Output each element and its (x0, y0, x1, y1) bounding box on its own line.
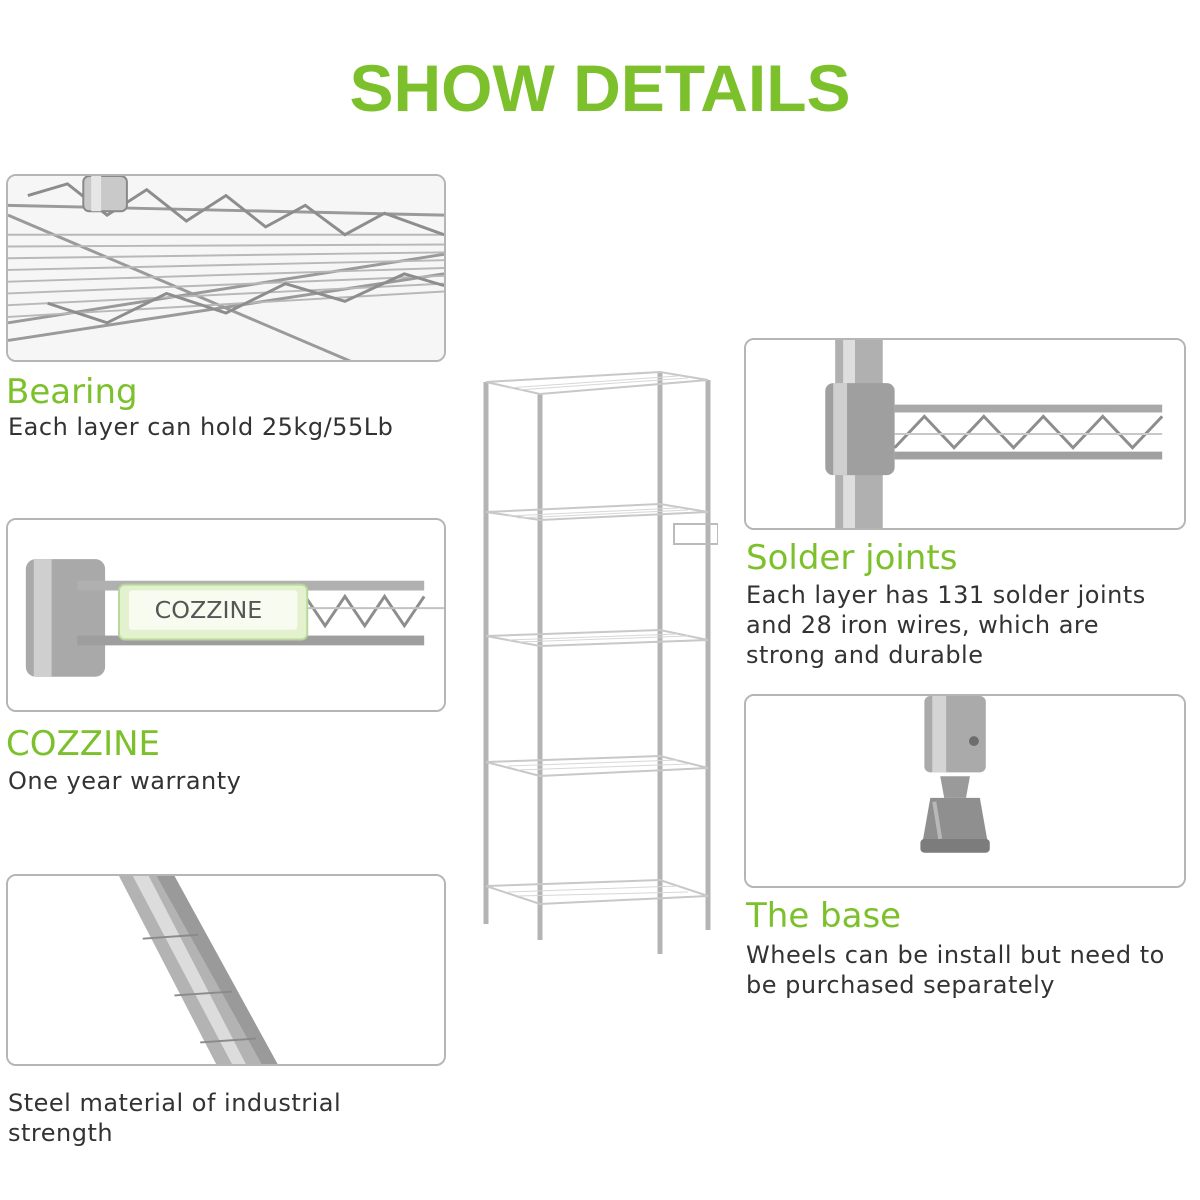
steel-pole-icon (8, 876, 444, 1064)
solder-heading: Solder joints (746, 538, 958, 578)
material-image-panel (6, 874, 446, 1066)
leveling-foot-icon (746, 696, 1184, 886)
base-image-panel (744, 694, 1186, 888)
bearing-description: Each layer can hold 25kg/55Lb (8, 412, 393, 442)
brand-heading: COZZINE (6, 724, 161, 764)
solder-description: Each layer has 131 solder joints and 28 … (746, 580, 1146, 670)
page-title: SHOW DETAILS (349, 51, 851, 125)
five-tier-wire-shelf-icon (483, 370, 719, 954)
bearing-image-panel (6, 174, 446, 362)
brand-label-icon: COZZINE (8, 520, 444, 710)
solder-image-panel (744, 338, 1186, 530)
base-description-line-2: be purchased separately (746, 971, 1055, 999)
material-description: Steel material of industrial strength (8, 1088, 341, 1148)
material-description-line-2: strength (8, 1119, 114, 1147)
base-description: Wheels can be install but need to be pur… (746, 940, 1165, 1000)
base-description-line-1: Wheels can be install but need to (746, 941, 1165, 969)
brand-description: One year warranty (8, 766, 241, 796)
bearing-heading: Bearing (6, 372, 138, 412)
solder-description-line-1: Each layer has 131 solder joints (746, 581, 1146, 609)
solder-description-line-2: and 28 iron wires, which are (746, 611, 1099, 639)
brand-image-panel: COZZINE (6, 518, 446, 712)
brand-label-text: COZZINE (155, 596, 263, 624)
product-image (478, 364, 719, 958)
material-description-line-1: Steel material of industrial (8, 1089, 342, 1117)
brand-description-text: One year warranty (8, 767, 242, 795)
bearing-description-text: Each layer can hold 25kg/55Lb (8, 413, 394, 441)
wire-shelf-corner-icon (8, 176, 444, 360)
solder-joint-icon (746, 340, 1184, 528)
solder-description-line-3: strong and durable (746, 641, 984, 669)
base-heading: The base (746, 896, 902, 936)
